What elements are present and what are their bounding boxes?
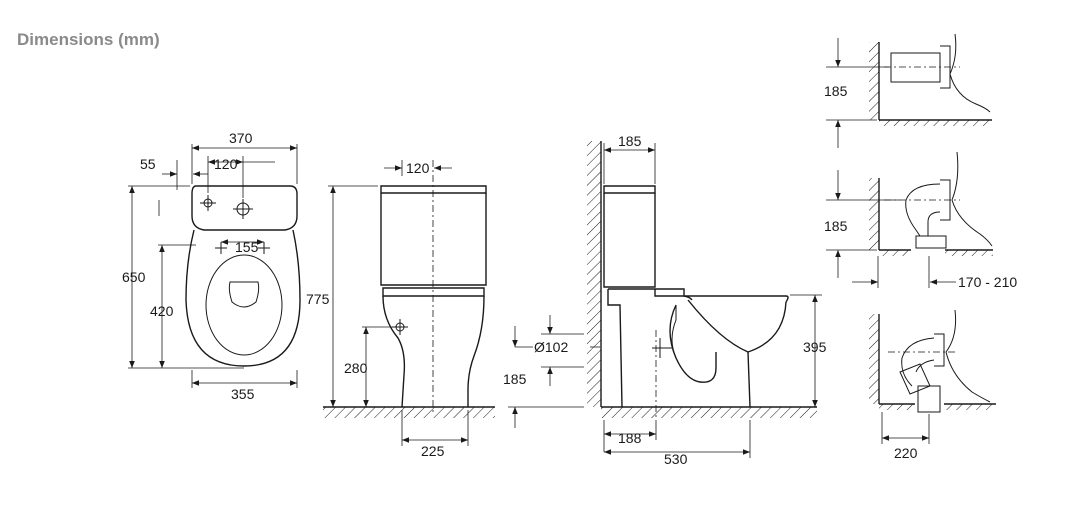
detail3-width-label: 220 (894, 445, 918, 461)
front-view (323, 160, 495, 446)
detail2-height-label: 185 (824, 218, 848, 234)
side-length-label: 530 (664, 451, 688, 467)
top-view (128, 144, 301, 388)
top-offset-label: 55 (140, 156, 156, 172)
front-inlet-label: 120 (406, 160, 430, 176)
front-base-label: 225 (421, 443, 445, 459)
front-height-label: 775 (306, 291, 330, 307)
side-pipe-height-label: 185 (503, 371, 527, 387)
detail-angled-outlet (869, 309, 996, 444)
front-outlet-label: 280 (344, 360, 368, 376)
top-bowl-label: 420 (150, 303, 174, 319)
detail-floor-outlet (826, 151, 993, 288)
page-title: Dimensions (mm) (17, 30, 160, 49)
detail1-height-label: 185 (824, 83, 848, 99)
side-rim-label: 395 (803, 339, 827, 355)
detail-wall-outlet (826, 33, 992, 148)
side-pipe-dia-label: Ø102 (534, 339, 568, 355)
side-tank-label: 185 (618, 133, 642, 149)
side-outlet-label: 188 (618, 430, 642, 446)
detail2-range-label: 170 - 210 (958, 274, 1017, 290)
top-base-label: 355 (231, 386, 255, 402)
top-width-label: 370 (229, 130, 253, 146)
top-height-label: 650 (122, 269, 146, 285)
side-view (508, 141, 822, 458)
top-holes-label: 120 (214, 156, 238, 172)
top-holes-lower-label: 155 (235, 239, 259, 255)
